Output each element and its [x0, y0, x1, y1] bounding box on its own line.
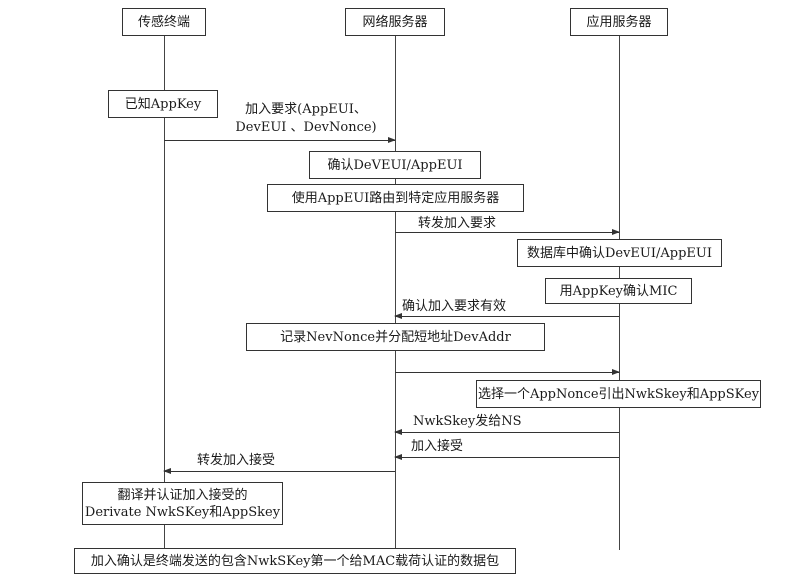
sensor-lifeline: [164, 36, 165, 550]
select-appnonce-box: 选择一个AppNonce引出NwkSkey和AppSKey: [476, 380, 761, 408]
forward-join-request-label: 转发加入要求: [418, 216, 497, 231]
notify-app-server-arrow: [395, 369, 620, 375]
forward-join-accept-label: 转发加入接受: [197, 453, 276, 468]
participant-sensor: 传感终端: [122, 8, 206, 36]
forward-join-request-arrow: [395, 229, 620, 235]
known-appkey-box: 已知AppKey: [108, 90, 218, 118]
decrypt-line1: 翻译并认证加入接受的: [117, 487, 248, 503]
route-appeui-box: 使用AppEUI路由到特定应用服务器: [267, 184, 524, 212]
join-request-label-line2: DevEUI 、DevNonce): [235, 120, 377, 135]
record-nonce-box: 记录NevNonce并分配短地址DevAddr: [246, 323, 545, 351]
nwkskey-to-ns-label: NwkSkey发给NS: [413, 414, 522, 429]
network-server-lifeline: [395, 36, 396, 550]
join-request-label-line1: 加入要求(AppEUI、: [245, 102, 367, 117]
join-accept-arrow: [394, 454, 619, 460]
join-request-arrow: [164, 137, 396, 143]
nwkskey-to-ns-arrow: [394, 429, 619, 435]
footer-note-box: 加入确认是终端发送的包含NwkSKey第一个给MAC载荷认证的数据包: [74, 548, 516, 574]
confirm-deveui-box: 确认DeVEUI/AppEUI: [309, 151, 481, 179]
db-confirm-box: 数据库中确认DevEUI/AppEUI: [517, 239, 722, 267]
join-request-valid-arrow: [394, 313, 619, 319]
participant-app-server: 应用服务器: [570, 8, 668, 36]
decrypt-line2: Derivate NwkSKey和AppSkey: [84, 504, 281, 520]
forward-join-accept-arrow: [163, 468, 395, 474]
join-request-valid-label: 确认加入要求有效: [402, 299, 507, 314]
join-accept-label: 加入接受: [411, 439, 464, 454]
confirm-mic-box: 用AppKey确认MIC: [545, 278, 692, 304]
decrypt-join-accept-box: 翻译并认证加入接受的 Derivate NwkSKey和AppSkey: [82, 482, 283, 525]
participant-network-server: 网络服务器: [345, 8, 445, 36]
